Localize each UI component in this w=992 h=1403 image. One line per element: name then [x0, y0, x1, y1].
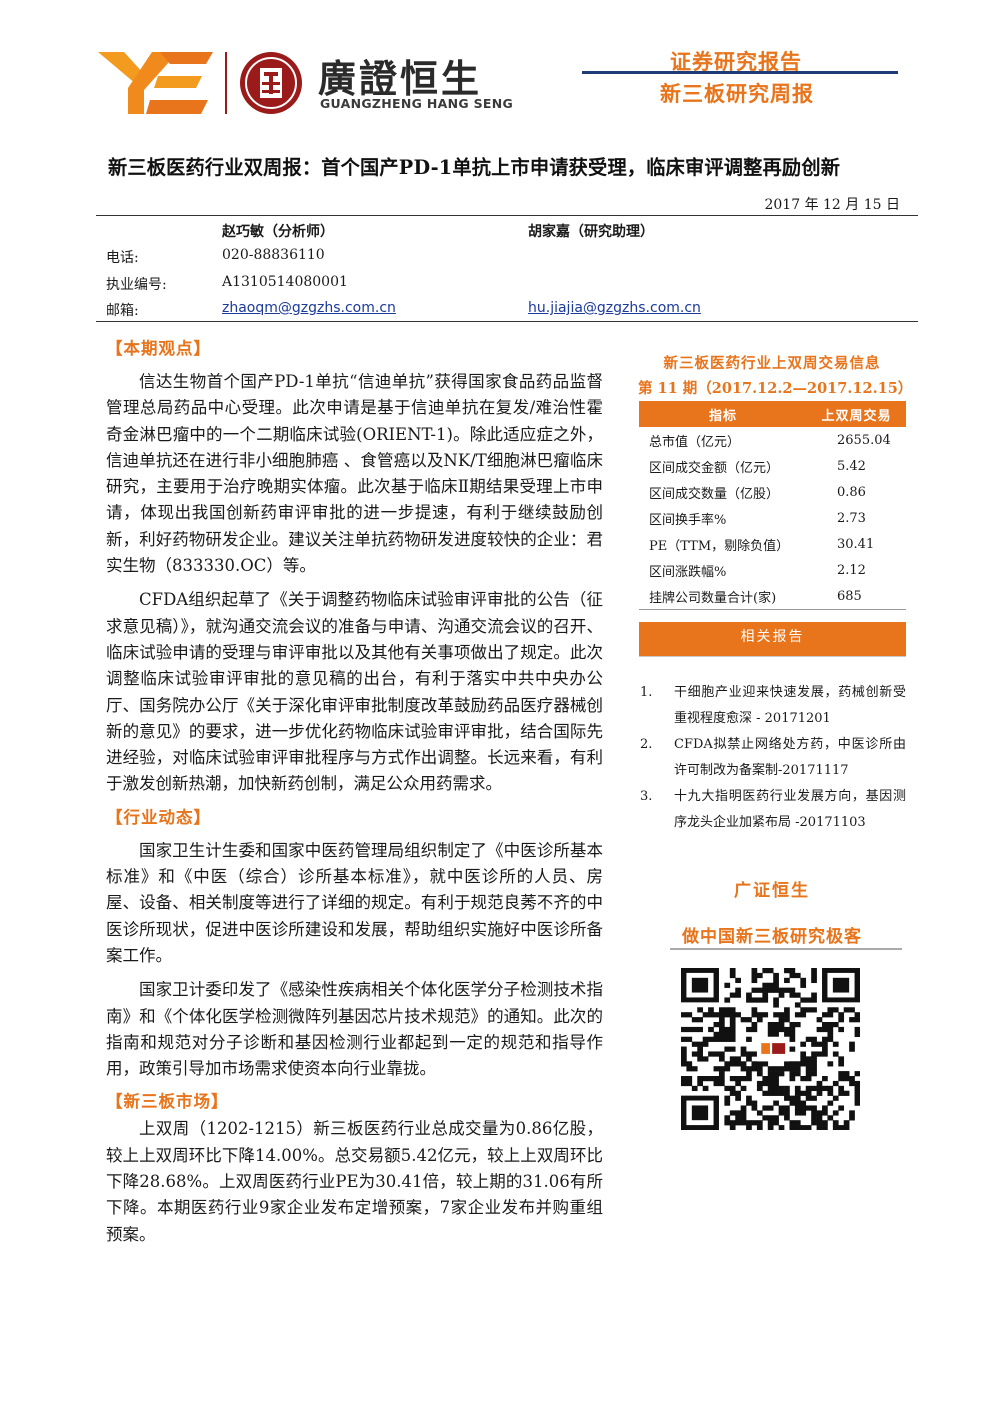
industry-paragraph-2: 国家卫计委印发了《感染性疾病相关个体化医学分子检测技术指南》和《个体化医学检测微…: [106, 980, 603, 1079]
assistant-analyst-email-link[interactable]: hu.jiajia@gzgzhs.com.cn: [528, 300, 701, 316]
table-cell-label: 区间成交金额（亿元）: [649, 460, 780, 476]
license-label: 执业编号:: [106, 277, 167, 293]
logo-english-name: GUANGZHENG HANG SENG: [320, 96, 514, 111]
table-cell-label: PE（TTM，剔除负值）: [649, 538, 790, 554]
logo-divider: [225, 52, 227, 114]
logo-chinese-name: 廣證恒生: [318, 57, 483, 101]
related-report-text: 干细胞产业迎来快速发展，药械创新受重视程度愈深 - 20171201: [674, 685, 906, 726]
report-series-label: 新三板研究周报: [660, 82, 814, 106]
table-cell-value: 30.41: [837, 536, 875, 552]
table-cell-value: 685: [807, 583, 906, 610]
trade-table-title: 新三板医药行业上双周交易信息: [663, 355, 881, 372]
market-paragraph-1: 上双周（1202-1215）新三板医药行业总成交量为0.86亿股，较上上双周环比…: [106, 1119, 603, 1244]
related-report-item[interactable]: 2. CFDA拟禁止网络处方药，中医诊所由许可制改为备案制-20171117: [640, 732, 906, 784]
view-paragraph-2: CFDA组织起草了《关于调整药物临床试验审评审批的公告（征求意见稿）》，就沟通交…: [106, 590, 603, 794]
industry-paragraph-1: 国家卫生计生委和国家中医药管理局组织制定了《中医诊所基本标准》和《中医（综合）诊…: [106, 840, 603, 965]
table-cell-label: 区间成交数量（亿股）: [649, 486, 780, 502]
slogan-rule: [670, 948, 902, 950]
related-reports-list: 1. 干细胞产业迎来快速发展，药械创新受重视程度愈深 - 20171201 2.…: [640, 680, 906, 836]
report-title: 新三板医药行业双周报：首个国产PD-1单抗上市申请获受理，临床审评调整再励创新: [108, 156, 841, 179]
related-report-item[interactable]: 3. 十九大指明医药行业发展方向，基因测序龙头企业加紧布局 -20171103: [640, 784, 906, 836]
related-report-number: 2.: [640, 737, 653, 752]
email-label: 邮箱:: [106, 303, 139, 319]
table-header-indicator: 指标: [639, 401, 807, 427]
brand-slogan: 做中国新三板研究极客: [682, 927, 862, 947]
report-type-label: 证券研究报告: [670, 50, 802, 74]
table-row: 区间涨跌幅% 2.12: [639, 557, 906, 583]
related-report-text: CFDA拟禁止网络处方药，中医诊所由许可制改为备案制-20171117: [674, 737, 906, 778]
primary-analyst-email-link[interactable]: zhaoqm@gzgzhs.com.cn: [222, 300, 396, 316]
section-heading-view: 【本期观点】: [106, 339, 211, 358]
analyst-block-top-rule: [96, 215, 918, 216]
table-row: PE（TTM，剔除负值） 30.41: [639, 531, 906, 557]
report-date: 2017 年 12 月 15 日: [764, 197, 900, 213]
table-cell-value: 0.86: [837, 484, 866, 500]
related-report-number: 1.: [640, 685, 653, 700]
view-paragraph-1: 信达生物首个国产PD-1单抗“信迪单抗”获得国家食品药品监督管理总局药品中心受理…: [106, 372, 603, 576]
qr-code-icon[interactable]: [681, 968, 860, 1130]
table-cell-value: 5.42: [837, 458, 866, 474]
table-cell-label: 区间涨跌幅%: [649, 564, 727, 580]
table-row: 区间成交金额（亿元） 5.42: [639, 453, 906, 479]
table-cell-value: 2655.04: [837, 432, 891, 448]
primary-analyst-phone: 020-88836110: [222, 247, 325, 263]
table-cell-label: 总市值（亿元）: [649, 434, 741, 450]
related-reports-heading: 相关报告: [639, 622, 906, 657]
table-cell-label: 区间换手率%: [649, 512, 727, 528]
trade-table-period: 第 11 期（2017.12.2—2017.12.15）: [638, 380, 913, 397]
table-row: 区间换手率% 2.73: [639, 505, 906, 531]
assistant-analyst-name: 胡家嘉（研究助理）: [528, 224, 654, 240]
section-heading-market: 【新三板市场】: [106, 1092, 229, 1112]
header-rule: [582, 71, 898, 74]
table-row: 挂牌公司数量合计(家) 685: [639, 583, 906, 610]
related-report-number: 3.: [640, 789, 653, 804]
primary-analyst-license: A1310514080001: [222, 274, 348, 290]
related-report-text: 十九大指明医药行业发展方向，基因测序龙头企业加紧布局 -20171103: [674, 789, 906, 830]
brand-name: 广证恒生: [734, 881, 810, 901]
table-row: 区间成交数量（亿股） 0.86: [639, 479, 906, 505]
related-report-item[interactable]: 1. 干细胞产业迎来快速发展，药械创新受重视程度愈深 - 20171201: [640, 680, 906, 732]
main-text-column: 【本期观点】 信达生物首个国产PD-1单抗“信迪单抗”获得国家食品药品监督管理总…: [106, 335, 603, 1248]
table-cell-value: 2.73: [837, 510, 866, 526]
trade-info-table: 指标 上双周交易 总市值（亿元） 2655.04 区间成交金额（亿元） 5.42…: [639, 401, 906, 610]
section-heading-industry: 【行业动态】: [106, 807, 211, 827]
table-row: 总市值（亿元） 2655.04: [639, 427, 906, 453]
table-cell-value: 2.12: [837, 562, 866, 578]
analyst-block-bottom-rule: [96, 321, 918, 322]
phone-label: 电话:: [106, 250, 139, 266]
primary-analyst-name: 赵巧敏（分析师）: [222, 224, 334, 240]
table-header-value: 上双周交易: [807, 401, 906, 427]
table-cell-label: 挂牌公司数量合计(家): [639, 583, 807, 610]
seal-logo-icon: [240, 52, 302, 114]
ye-logo-icon: [98, 52, 213, 114]
